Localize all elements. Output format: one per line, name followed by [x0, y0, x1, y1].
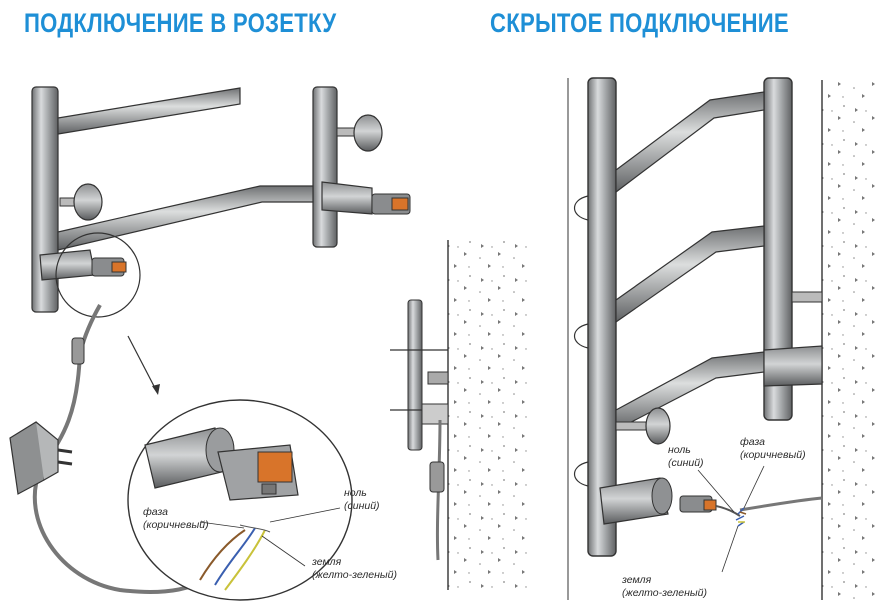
label-phase-hidden: фаза (коричневый)	[740, 436, 806, 462]
label-ground-socket-name: земля	[312, 556, 342, 568]
wall-mount-left	[59, 183, 103, 221]
rung-1	[615, 91, 765, 194]
zoom-detail-contents	[144, 427, 341, 591]
rung-2	[615, 225, 765, 324]
lower-crossbar	[57, 185, 314, 251]
rung-3	[615, 351, 765, 431]
title-socket-connection: ПОДКЛЮЧЕНИЕ В РОЗЕТКУ	[24, 8, 337, 38]
wall-mount-right	[336, 114, 383, 152]
zoom-arrow	[127, 335, 160, 395]
hidden-left-pipe	[587, 77, 617, 557]
side-view-socket	[390, 240, 528, 590]
label-ground-hidden-name: земля	[622, 574, 652, 586]
label-ground-hidden-color: (желто-зеленый)	[622, 587, 707, 599]
wire-blue	[214, 527, 256, 586]
pipe-bends	[573, 195, 589, 487]
label-phase-socket: фаза (коричневый)	[143, 506, 209, 532]
title-hidden-connection: СКРЫТОЕ ПОДКЛЮЧЕНИЕ	[490, 8, 789, 38]
label-phase-hidden-name: фаза	[740, 436, 765, 448]
heater-sleeve-left	[39, 249, 127, 281]
hidden-wall-mount	[615, 407, 671, 445]
wire-ground	[224, 529, 266, 591]
upper-crossbar	[57, 87, 241, 135]
zoom-marker-circle	[55, 232, 141, 318]
hidden-heater-sleeve	[599, 477, 717, 525]
socket-connection-drawing	[9, 86, 528, 601]
label-neutral-hidden-name: ноль	[668, 444, 691, 456]
label-ground-socket-color: (желто-зеленый)	[312, 569, 397, 581]
hidden-right-pipe	[763, 77, 793, 421]
wall-right	[822, 80, 876, 600]
label-ground-hidden: земля (желто-зеленый)	[622, 574, 707, 600]
label-phase-socket-color: (коричневый)	[143, 519, 209, 531]
label-neutral-hidden: ноль (синий)	[668, 444, 704, 470]
label-phase-hidden-color: (коричневый)	[740, 449, 806, 461]
wire-brown	[199, 529, 246, 581]
label-neutral-socket: ноль (синий)	[344, 487, 380, 513]
power-plug	[9, 421, 73, 495]
label-phase-socket-name: фаза	[143, 506, 168, 518]
hidden-connection-drawing	[567, 77, 876, 600]
label-neutral-socket-color: (синий)	[344, 500, 380, 512]
label-neutral-socket-name: ноль	[344, 487, 367, 499]
right-vertical-pipe	[312, 86, 338, 248]
label-ground-socket: земля (желто-зеленый)	[312, 556, 397, 582]
heater-sleeve-right	[321, 181, 411, 215]
label-neutral-hidden-color: (синий)	[668, 457, 704, 469]
